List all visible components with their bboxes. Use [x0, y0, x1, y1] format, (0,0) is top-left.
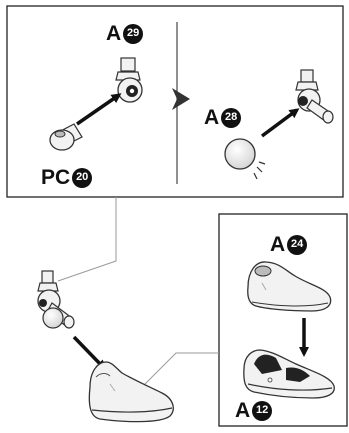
label-a12-letter: A	[235, 399, 251, 422]
label-a29: A 29	[106, 22, 144, 45]
connector-line-top	[57, 197, 117, 282]
shoe-upper-a24	[247, 261, 332, 312]
completed-ankle-joint	[37, 270, 75, 329]
top-panel	[6, 5, 344, 198]
label-a28-letter: A	[204, 106, 220, 129]
label-a12: A 12	[235, 399, 273, 422]
label-a24: A 24	[270, 233, 308, 256]
label-a24-number: 24	[287, 234, 308, 255]
assembled-joint	[295, 69, 334, 124]
label-a24-letter: A	[270, 233, 286, 256]
peg-part-pc20	[49, 123, 83, 151]
connector-line-shoe	[137, 352, 219, 392]
label-a28-number: 28	[221, 107, 242, 128]
label-pc20: PC 20	[41, 166, 93, 189]
label-a12-number: 12	[252, 400, 273, 421]
label-pc20-number: 20	[72, 167, 93, 188]
joint-part-a29	[115, 57, 143, 103]
label-a28: A 28	[204, 106, 242, 129]
arrow-pc20-to-a29	[76, 93, 122, 126]
arrow-a28-to-joint	[260, 108, 300, 138]
arrow-joint-to-shoe	[72, 335, 107, 371]
label-a29-number: 29	[123, 23, 144, 44]
assembled-shoe	[88, 361, 174, 423]
ball-part-a28	[224, 138, 266, 180]
label-pc20-letter: PC	[41, 166, 71, 189]
label-a29-letter: A	[106, 22, 122, 45]
next-step-arrow	[172, 88, 190, 110]
shoe-sole-a12	[243, 349, 335, 399]
